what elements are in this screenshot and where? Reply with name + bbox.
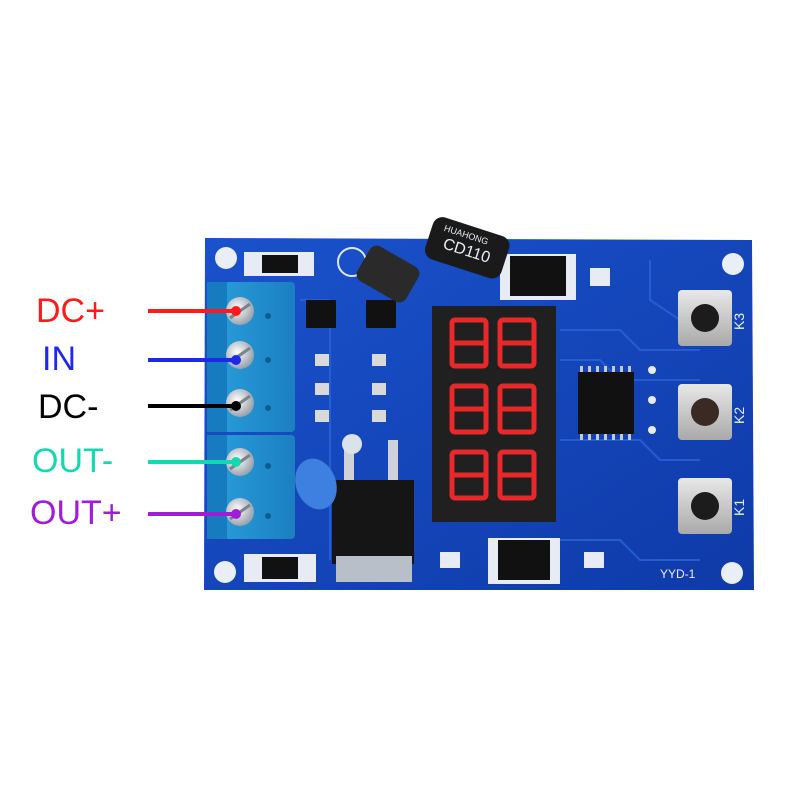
ceramic-capacitor: [295, 458, 337, 510]
seven-segment-display: [432, 306, 556, 522]
button-k1[interactable]: K1: [678, 478, 747, 534]
board-model-label: YYD-1: [660, 567, 696, 581]
input-terminal-block: [207, 282, 295, 432]
button-label-k1: K1: [731, 499, 747, 516]
bottom-smd-parts: [244, 538, 604, 584]
microcontroller-ic: [578, 366, 656, 440]
pin-label-dc-plus: DC+: [36, 292, 105, 330]
output-terminal-block: [207, 435, 295, 539]
pin-label-in: IN: [42, 340, 76, 378]
button-k2[interactable]: K2: [678, 384, 747, 440]
mosfet: [332, 434, 414, 582]
button-label-k3: K3: [731, 313, 747, 330]
top-smd-parts: [244, 247, 610, 422]
pin-wires: [148, 306, 241, 519]
inductor: CD110 HUAHONG: [424, 217, 510, 279]
button-label-k2: K2: [731, 407, 747, 424]
pin-label-out-plus: OUT+: [30, 494, 122, 532]
pin-label-out-minus: OUT-: [32, 442, 114, 480]
relay-coil: [356, 245, 420, 303]
button-k3[interactable]: K3: [678, 290, 747, 346]
pin-label-dc-minus: DC-: [38, 388, 99, 426]
